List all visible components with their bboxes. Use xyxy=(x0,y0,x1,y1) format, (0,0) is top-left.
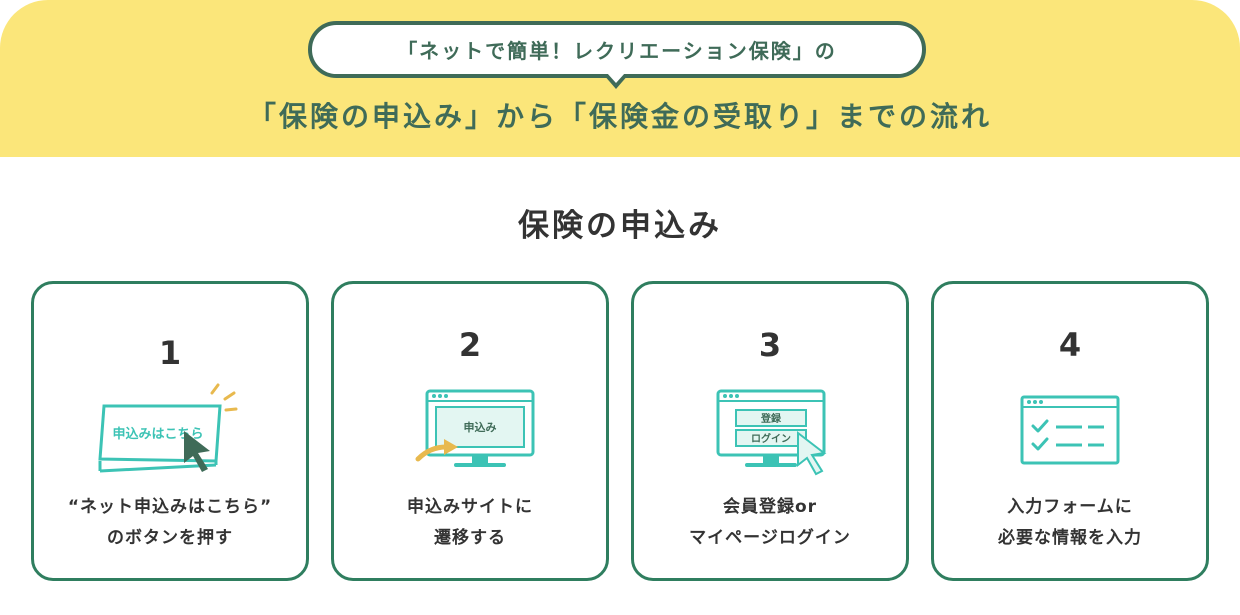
step-description-line2: のボタンを押す xyxy=(107,528,233,548)
step-number: 2 xyxy=(458,326,482,364)
page-title: 「保険の申込み」から「保険金の受取り」までの流れ xyxy=(247,100,992,133)
bubble-text: 「ネットで簡単！レクリエーション保険」の xyxy=(397,39,837,63)
step-card-1: 1 申込みはこちら “ネット申込みはこちら” のボタンを押す xyxy=(31,281,309,581)
icon-button-label: 申込みはこちら xyxy=(112,426,203,442)
step-number: 1 xyxy=(158,334,182,372)
speech-bubble-tail-inner xyxy=(607,73,625,83)
step-description-line2: マイページログイン xyxy=(689,528,851,548)
step-description-line1: “ネット申込みはこちら” xyxy=(67,497,273,517)
click-button-icon: 申込みはこちら xyxy=(34,379,306,479)
section-title: 保険の申込み xyxy=(518,208,722,244)
step-number: 3 xyxy=(758,326,782,364)
step-card-2: 2 申込み 申込みサイトに 遷移する xyxy=(331,281,609,581)
step-description-line1: 申込みサイトに xyxy=(407,497,533,517)
icon-login-label: ログイン xyxy=(751,432,791,445)
step-description-line1: 会員登録or xyxy=(722,497,818,517)
step-card-4: 4 入力フォームに 必要な情報を入力 xyxy=(931,281,1209,581)
step-description: “ネット申込みはこちら” のボタンを押す xyxy=(34,492,306,554)
step-description-line2: 遷移する xyxy=(434,528,506,548)
step-description: 入力フォームに 必要な情報を入力 xyxy=(934,492,1206,554)
step-description: 申込みサイトに 遷移する xyxy=(334,492,606,554)
step-description-line2: 必要な情報を入力 xyxy=(998,528,1142,548)
step-number: 4 xyxy=(1058,326,1082,364)
checklist-form-icon xyxy=(934,379,1206,479)
icon-page-label: 申込み xyxy=(464,420,497,434)
step-description: 会員登録or マイページログイン xyxy=(634,492,906,554)
login-monitor-icon: 登録 ログイン xyxy=(634,379,906,479)
website-monitor-icon: 申込み xyxy=(334,379,606,479)
step-card-3: 3 登録 ログイン 会員登録or マイページログイン xyxy=(631,281,909,581)
speech-bubble: 「ネットで簡単！レクリエーション保険」の xyxy=(308,21,926,78)
icon-register-label: 登録 xyxy=(760,412,782,425)
step-description-line1: 入力フォームに xyxy=(1007,497,1133,517)
